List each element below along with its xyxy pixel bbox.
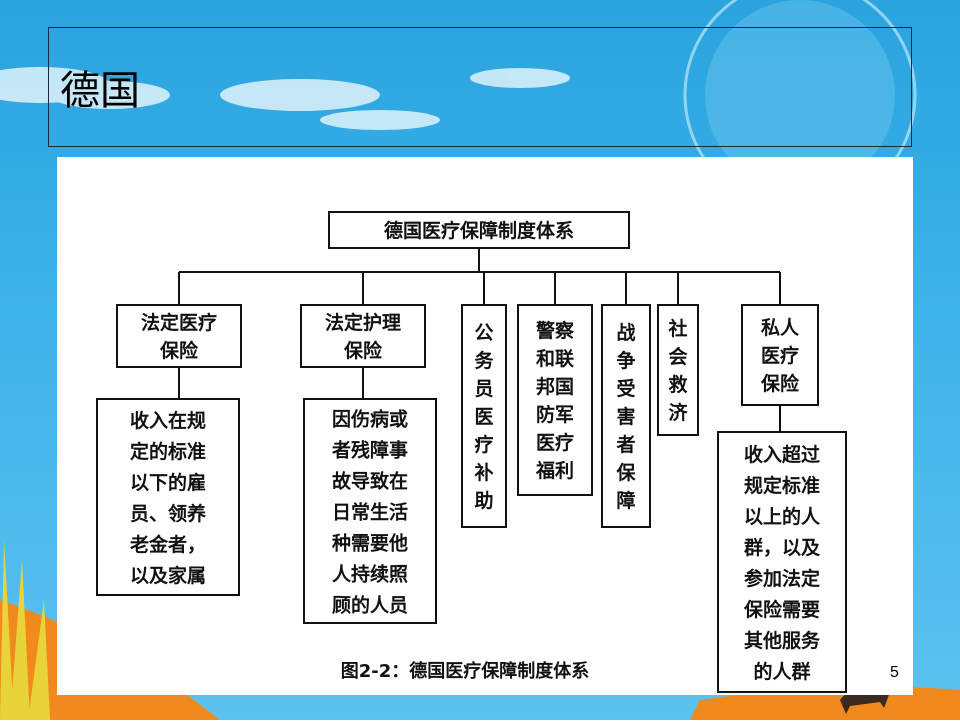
description-line: 保险需要 bbox=[743, 598, 820, 621]
description-line: 因伤病或 bbox=[332, 408, 408, 431]
branch-label-line: 补 bbox=[474, 461, 493, 484]
branch-label-line: 保 bbox=[615, 461, 636, 484]
page-number: 5 bbox=[890, 664, 899, 681]
branch-label-line: 邦国 bbox=[536, 375, 574, 398]
branch-label-line: 务 bbox=[474, 349, 494, 372]
description-line: 老金者， bbox=[130, 533, 206, 556]
branch-box bbox=[116, 304, 242, 368]
branch-label-line: 受 bbox=[616, 377, 635, 400]
branch-label-line: 保险 bbox=[159, 339, 199, 362]
description-line: 员、领养 bbox=[130, 502, 206, 525]
branch-label-line: 者 bbox=[616, 434, 635, 456]
description-line: 群，以及 bbox=[743, 536, 821, 559]
description-line: 收入在规 bbox=[130, 409, 206, 432]
branch-label-line: 公 bbox=[474, 322, 493, 344]
branch-box bbox=[461, 304, 507, 528]
branch-label-line: 和联 bbox=[536, 347, 574, 370]
slide-title: 德国 bbox=[60, 68, 140, 114]
description-line: 收入超过 bbox=[744, 443, 820, 466]
branch-box bbox=[657, 304, 699, 436]
description-line: 以上的人 bbox=[744, 505, 821, 528]
branch-label-line: 医疗 bbox=[761, 344, 799, 367]
figure-caption: 图2-2：德国医疗保障制度体系 bbox=[341, 660, 590, 682]
branch-label-line: 障 bbox=[616, 489, 635, 512]
branch-label-line: 法定护理 bbox=[325, 311, 401, 334]
description-line: 者残障事 bbox=[332, 439, 408, 462]
grass-decoration bbox=[0, 540, 50, 720]
description-line: 人持续照 bbox=[332, 563, 408, 586]
description-line: 以及家属 bbox=[130, 564, 206, 587]
branch-label-line: 会 bbox=[668, 345, 687, 368]
description-line: 故导致在 bbox=[332, 470, 408, 493]
branch-label-line: 保险 bbox=[343, 339, 383, 362]
caption-text: 图2-2：德国医疗保障制度体系 bbox=[341, 660, 590, 682]
title-frame bbox=[48, 27, 912, 147]
description-line: 顾的人员 bbox=[332, 594, 408, 617]
branch-label-line: 助 bbox=[474, 489, 493, 512]
root-label: 德国医疗保障制度体系 bbox=[384, 219, 574, 242]
description-line: 的人群 bbox=[753, 660, 810, 683]
branch-box bbox=[741, 304, 819, 406]
cloud-decoration bbox=[0, 67, 570, 130]
branch-box bbox=[517, 304, 593, 496]
branch-label-line: 私人 bbox=[761, 317, 800, 339]
root-box bbox=[328, 211, 630, 249]
description-line: 其他服务 bbox=[744, 629, 821, 652]
description-line: 日常生活 bbox=[332, 501, 408, 524]
branch-label-line: 社 bbox=[667, 317, 687, 340]
description-line: 规定标准 bbox=[744, 474, 820, 497]
branch-label-line: 疗 bbox=[474, 433, 493, 456]
branch-label-line: 警察 bbox=[536, 319, 575, 342]
description-line: 参加法定 bbox=[744, 567, 820, 590]
branch-label-line: 防军 bbox=[536, 403, 574, 426]
branch-label-line: 救 bbox=[668, 373, 687, 396]
description-line: 以下的雇 bbox=[130, 471, 206, 494]
branch-label-line: 战 bbox=[616, 322, 635, 344]
branch-label-line: 员 bbox=[474, 378, 493, 400]
branch-label-line: 济 bbox=[668, 401, 688, 424]
branch-label-line: 害 bbox=[616, 405, 635, 428]
branch-box bbox=[601, 304, 651, 528]
branch-label-line: 医疗 bbox=[536, 431, 574, 454]
description-box bbox=[303, 398, 437, 624]
description-box bbox=[717, 431, 847, 693]
description-box bbox=[96, 398, 240, 596]
description-line: 种需要他 bbox=[331, 532, 408, 555]
branch-label-line: 争 bbox=[616, 349, 635, 372]
root-node: 德国医疗保障制度体系 bbox=[328, 211, 630, 249]
branch-label-line: 福利 bbox=[535, 459, 574, 482]
diagram-figure: 德国医疗保障制度体系法定医疗保险收入在规定的标准以下的雇员、领养老金者， 以及家属… bbox=[57, 157, 913, 695]
description-line: 定的标准 bbox=[130, 440, 206, 463]
branch-label-line: 法定医疗 bbox=[141, 311, 217, 334]
branch-box bbox=[300, 304, 426, 368]
branch-label-line: 保险 bbox=[760, 372, 800, 395]
branch-label-line: 医 bbox=[474, 406, 493, 428]
